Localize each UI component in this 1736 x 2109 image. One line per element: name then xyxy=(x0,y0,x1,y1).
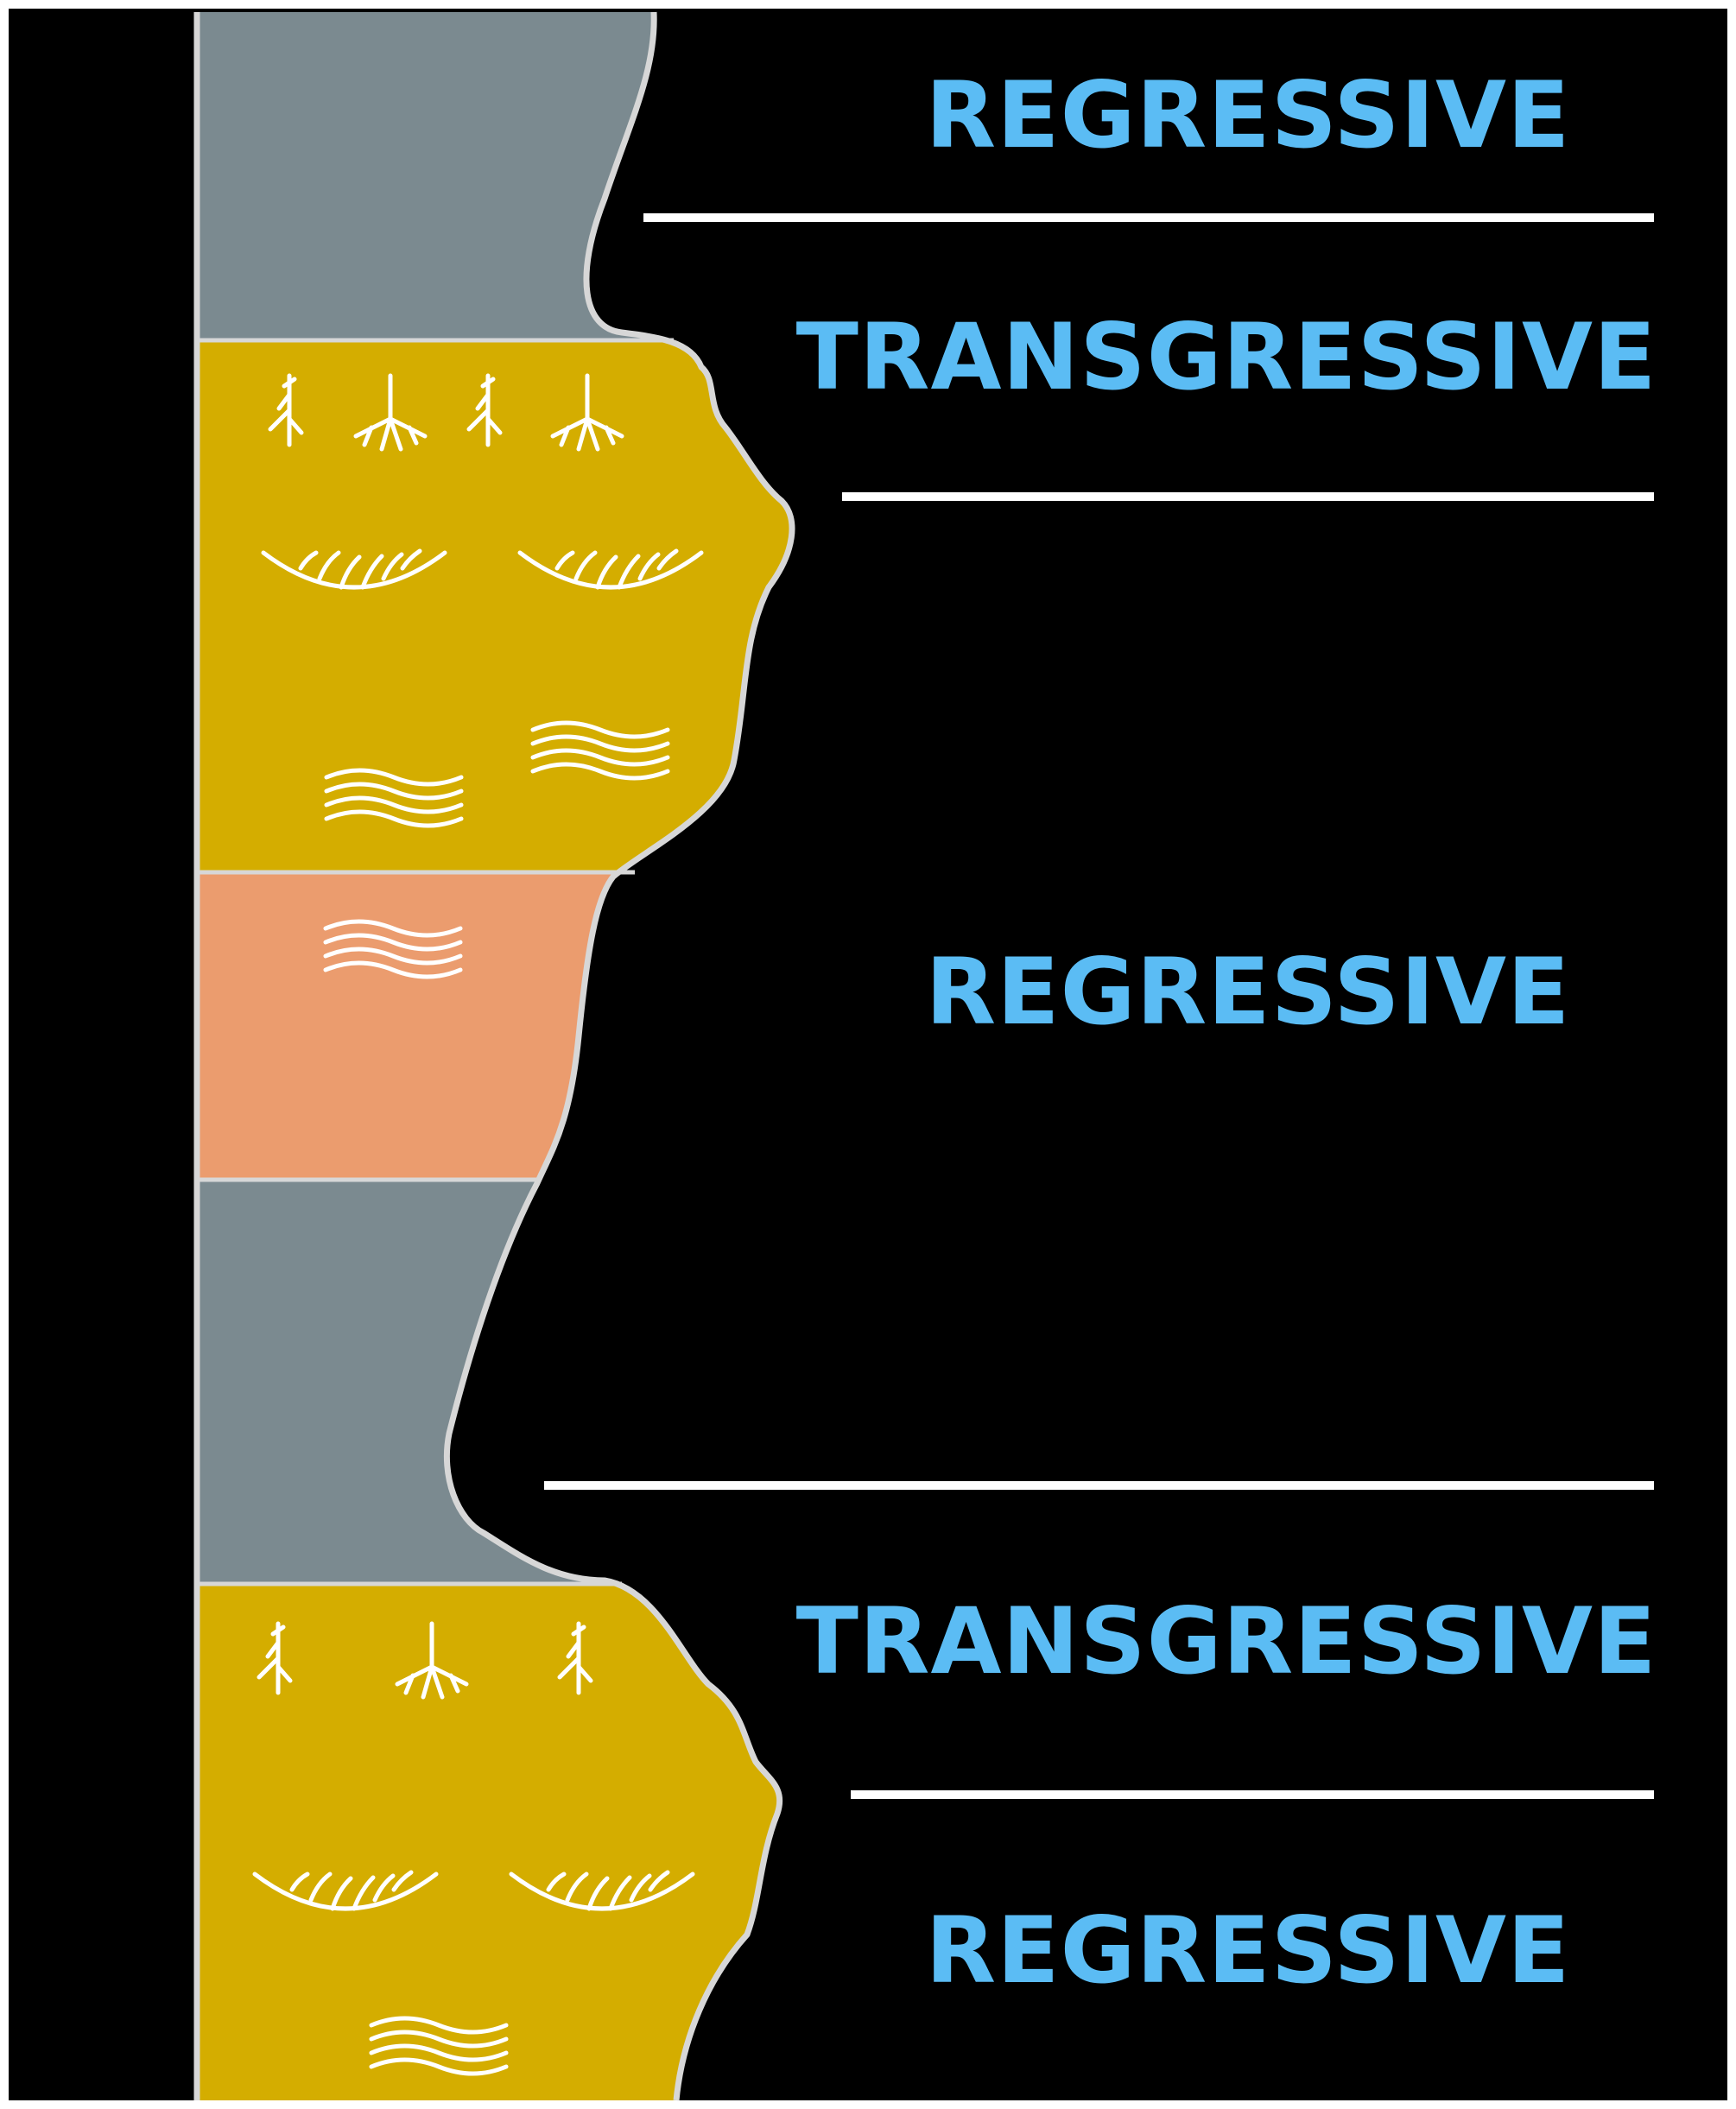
sequence-label-transgressive: TRANSGRESSIVE xyxy=(796,1588,1657,1694)
sequence-label-regressive: REGRESSIVE xyxy=(926,1897,1571,2004)
sequence-label-regressive: REGRESSIVE xyxy=(926,939,1571,1045)
sandstone-layer-lower xyxy=(197,1584,792,2100)
sequence-label-regressive: REGRESSIVE xyxy=(926,62,1571,168)
column-outline xyxy=(193,11,795,2101)
sequence-label-transgressive: TRANSGRESSIVE xyxy=(796,304,1657,410)
